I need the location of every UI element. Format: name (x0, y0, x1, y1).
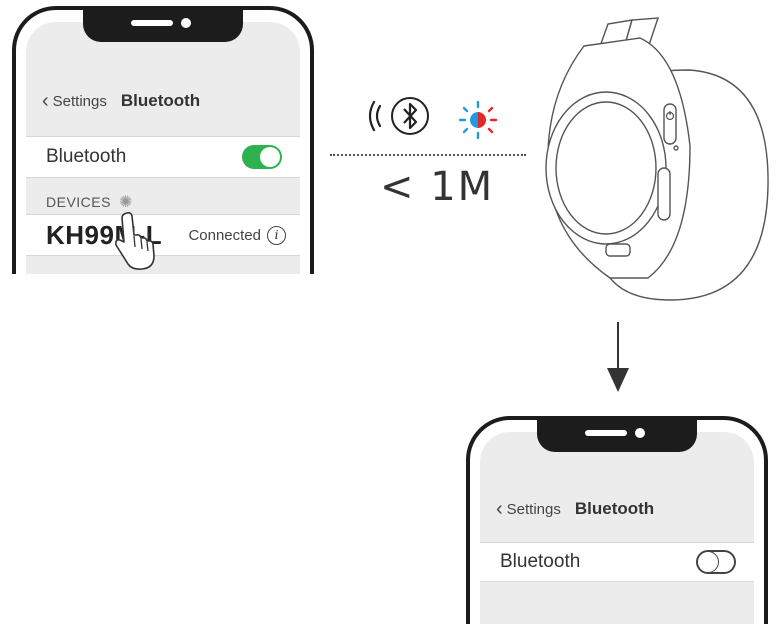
pairing-indicator: < 1M (330, 94, 526, 214)
bluetooth-toggle[interactable] (242, 145, 282, 169)
toggle-knob (260, 147, 280, 167)
bluetooth-label: Bluetooth (46, 146, 127, 167)
bluetooth-row: Bluetooth (26, 136, 300, 178)
connection-status: Connected (188, 226, 261, 244)
chevron-left-icon: ‹ (496, 497, 503, 520)
phone-top: ‹ Settings Bluetooth Bluetooth DEVICES ✺… (12, 6, 314, 274)
back-label: Settings (52, 92, 107, 110)
camera-dot (181, 18, 191, 28)
nav-bar: ‹ Settings Bluetooth (480, 494, 754, 524)
back-link[interactable]: ‹ Settings (496, 498, 561, 521)
chevron-left-icon: ‹ (42, 89, 49, 112)
phone-notch (83, 10, 243, 42)
device-row[interactable]: KH99M-L Connected i (26, 214, 300, 256)
down-arrow-icon (607, 322, 629, 392)
devices-header-label: DEVICES (46, 194, 111, 210)
speaker-grille (585, 430, 627, 436)
back-label: Settings (506, 500, 561, 518)
toggle-knob (697, 551, 719, 573)
info-icon[interactable]: i (267, 225, 286, 245)
back-link[interactable]: ‹ Settings (42, 90, 107, 113)
page-title: Bluetooth (574, 499, 655, 518)
hand-tap-icon (115, 212, 155, 270)
bluetooth-signal (368, 97, 429, 135)
phone-notch (537, 420, 697, 452)
phone-bottom-screen: ‹ Settings Bluetooth Bluetooth (480, 432, 754, 624)
bluetooth-row: Bluetooth (480, 542, 754, 582)
signal-waves-icon (368, 100, 382, 132)
speaker-grille (131, 20, 173, 26)
loading-spinner-icon: ✺ (118, 194, 133, 211)
phone-top-screen: ‹ Settings Bluetooth Bluetooth DEVICES ✺… (26, 22, 300, 274)
devices-header: DEVICES ✺ (46, 192, 133, 212)
headphone-earcup (545, 17, 769, 301)
phone-bottom: ‹ Settings Bluetooth Bluetooth (466, 416, 768, 624)
bluetooth-icon (391, 97, 429, 135)
page-title: Bluetooth (120, 91, 201, 110)
distance-line (330, 154, 526, 156)
camera-dot (635, 428, 645, 438)
nav-bar: ‹ Settings Bluetooth (26, 86, 300, 116)
distance-label: < 1M (380, 164, 495, 210)
bluetooth-label: Bluetooth (500, 551, 581, 572)
bluetooth-toggle[interactable] (696, 550, 736, 574)
led-blink-icon (458, 100, 498, 140)
